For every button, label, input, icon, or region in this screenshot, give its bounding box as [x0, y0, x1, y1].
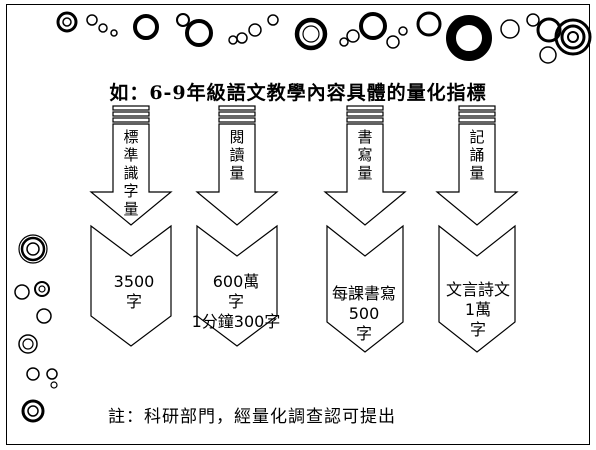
decorative-circle-column [14, 234, 58, 423]
column-4-label: 記 誦 量 [469, 128, 485, 182]
column-2-down-arrow [195, 123, 279, 226]
column-4-stack-bar-3 [458, 117, 496, 123]
column-1-value: 3500 字 [113, 272, 155, 311]
column-1-label: 標 準 識 字 量 [123, 128, 139, 218]
column-4-chevron [438, 224, 516, 353]
column-2-chevron [196, 224, 278, 347]
column-1-chevron [90, 224, 172, 347]
column-3-chevron [326, 224, 404, 353]
decorative-circle-row [56, 11, 592, 64]
column-2-stack-bar-1 [218, 105, 256, 111]
column-3-label: 書 寫 量 [357, 128, 373, 182]
column-2-stack-bar-2 [218, 111, 256, 117]
column-1-down-arrow [89, 123, 173, 226]
column-4-down-arrow [435, 123, 519, 226]
column-4-value: 文言詩文 1萬 字 [445, 280, 510, 339]
column-3-stack-bar-2 [346, 111, 384, 117]
footnote: 註：科研部門，經量化調查認可提出 [108, 407, 396, 427]
column-1-stack-bar-1 [112, 105, 150, 111]
column-4-stack-bar-2 [458, 111, 496, 117]
column-2-stack-bar-3 [218, 117, 256, 123]
column-3-down-arrow [323, 123, 407, 226]
column-1-stack-bar-3 [112, 117, 150, 123]
column-2-label: 閱 讀 量 [229, 128, 245, 182]
column-3-stack-bar-3 [346, 117, 384, 123]
column-1-stack-bar-2 [112, 111, 150, 117]
slide-border [6, 4, 590, 445]
column-3-stack-bar-1 [346, 105, 384, 111]
page-title: 如：6-9年級語文教學內容具體的量化指標 [109, 82, 487, 104]
column-3-value: 每課書寫 500 字 [331, 284, 396, 343]
column-4-stack-bar-1 [458, 105, 496, 111]
column-2-value: 600萬 字 1分鐘300字 [191, 272, 281, 331]
